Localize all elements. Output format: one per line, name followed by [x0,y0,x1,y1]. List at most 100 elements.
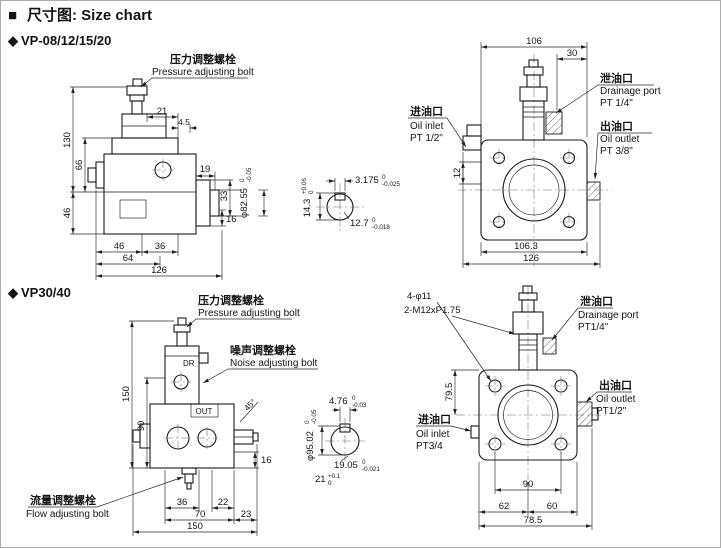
vp08-dim-30: 30 [567,48,578,59]
vp08-dim-21: 21 [157,106,168,117]
vp08-dim-12-7-tol-top: 0 [372,217,376,224]
vp30-inlet-label-en: Oil inlet [416,429,450,440]
section2-title: VP30/40 [21,285,71,300]
vp30-pressure-bolt-label-zh: 压力调整螺栓 [198,293,264,307]
vp30-dim-21: 21 [315,474,326,485]
vp30-front-view: 4-φ11 2-M12xP1.75 79.5 90 62 60 78.5 泄油口… [404,285,639,530]
vp30-drain-port-size: PT1/4" [578,322,609,333]
vp30-pressure-bolt-label-en: Pressure adjusting bolt [198,308,300,319]
vp30-outlet-label-zh: 出油口 [599,378,632,392]
vp30-side-leaders [28,318,318,508]
vp30-noise-bolt-label-en: Noise adjusting bolt [230,358,317,369]
vp08-side-dimension-lines [70,86,233,280]
vp08-drain-port-size: PT 1/4" [600,98,633,109]
vp08-inlet-label-en: Oil inlet [410,121,444,132]
vp30-dim-70: 70 [195,509,206,520]
vp30-dim-79-5: 79.5 [444,383,455,402]
vp08-shaft-detail: φ82.55 0 -0.05 14.3 +0.06 0 3.175 0 -0.0… [219,167,400,231]
vp30-dim-4-76: 4.76 [329,396,348,407]
vp08-side-body [87,78,220,235]
vp08-front-view: 106 30 12 106.3 126 泄油口 Drainage port PT… [408,36,661,268]
vp08-drain-label-en: Drainage port [600,86,661,97]
vp30-dim-62: 62 [499,501,510,512]
vp08-dim-3-175: 3.175 [355,175,379,186]
vp08-dim-36: 36 [155,241,166,252]
vp08-dim-4-5: 4.5 [178,117,190,127]
vp30-flow-bolt-label-en: Flow adjusting bolt [26,509,109,520]
vp08-outlet-port-size: PT 3/8" [600,146,633,157]
vp30-drain-label-zh: 泄油口 [580,294,613,308]
vp08-dia-82-55: φ82.55 [239,188,250,218]
page-header: ■ 尺寸图: Size chart ◆ VP-08/12/15/20 ◆ VP3… [7,6,152,300]
vp30-shaft-detail: 4.76 0 -0.03 φ95.02 0 -0.05 19.05 0 -0.0… [304,395,380,487]
vp08-inlet-port-size: PT 1/2" [410,133,443,144]
vp08-dim-14-3: 14.3 [302,199,313,218]
vp08-dim-46-left: 46 [62,208,73,219]
vp30-dim-19-05-tol-bot: -0.021 [362,466,380,473]
vp08-drain-label-zh: 泄油口 [600,71,633,85]
vp30-noise-bolt-label-zh: 噪声调整螺栓 [230,343,296,357]
vp30-side-body [132,317,259,490]
vp08-dim-66: 66 [74,160,85,171]
vp08-pressure-bolt-label-zh: 压力调整螺栓 [170,52,236,66]
vp08-side-view: 压力调整螺栓 Pressure adjusting bolt 21 4.5 13… [62,52,254,280]
vp30-dim-36: 36 [177,497,188,508]
vp08-outlet-label-zh: 出油口 [600,119,633,133]
vp08-front-port-leaders [408,84,654,180]
vp30-dim-16: 16 [261,455,272,466]
vp30-dim-21-tol-bot: 0 [328,480,332,487]
vp08-dim-106-3: 106.3 [514,241,538,252]
page-title: 尺寸图: Size chart [27,6,152,24]
vp30-outlet-label-en: Oil outlet [596,394,636,405]
vp30-outlet-port-size: PT1/2" [596,406,627,417]
vp08-dim-3-175-tol-bot: -0.025 [382,181,400,188]
vp08-dia-82-55-tol-top: 0 [239,178,246,182]
vp30-dim-19-05: 19.05 [334,460,358,471]
vp08-dim-3-175-tol-top: 0 [382,174,386,181]
vp30-side-view: 压力调整螺栓 Pressure adjusting bolt 噪声调整螺栓 No… [26,293,318,536]
vp08-pressure-bolt-label-en: Pressure adjusting bolt [152,67,254,78]
diamond-bullet-icon-1: ◆ [7,33,19,48]
vp30-dia-95-02: φ95.02 [305,431,316,461]
vp30-dim-4-76-tol-top: 0 [352,395,356,402]
vp30-dim-21-tol-top: +0.1 [328,473,341,480]
vp08-dim-14-3-tol-top: +0.06 [301,178,308,194]
vp08-dim-12-7: 12.7 [350,218,369,229]
vp08-inlet-label-zh: 进油口 [410,104,443,118]
vp30-dim-22: 22 [218,497,229,508]
vp30-dim-60: 60 [547,501,558,512]
vp30-dr-port-label: DR [183,359,195,368]
vp30-drain-label-en: Drainage port [578,310,639,321]
vp08-dim-16: 16 [226,214,237,225]
vp08-dim-130: 130 [62,132,73,148]
vp08-dim-33: 33 [219,191,230,202]
vp30-chamfer-note: 45° [242,397,258,413]
vp30-shaft-detail-lines [318,407,365,464]
vp08-dim-106: 106 [526,36,542,47]
vp30-front-body [456,285,606,480]
vp30-thread-label: 2-M12xP1.75 [404,305,461,316]
vp30-dia-95-02-tol-top: 0 [304,420,311,424]
vp30-holes-label: 4-φ11 [407,291,431,302]
vp30-dim-90: 90 [136,421,147,432]
vp30-inlet-port-size: PT3/4 [416,441,443,452]
vp30-dim-19-05-tol-top: 0 [362,459,366,466]
vp30-dia-95-02-tol-bot: -0.05 [311,409,318,424]
diamond-bullet-icon-2: ◆ [7,285,19,300]
vp30-dim-78-5: 78.5 [524,515,543,526]
vp08-dim-12: 12 [452,168,463,179]
vp30-out-port-label: OUT [196,407,213,416]
vp30-side-dimension-lines [129,320,259,536]
vp08-dim-64: 64 [123,253,134,264]
vp30-dim-90-bottom: 90 [523,479,534,490]
vp30-dim-23: 23 [241,509,252,520]
vp08-dim-12-7-tol-bot: -0.018 [372,224,390,231]
vp30-inlet-label-zh: 进油口 [418,412,451,426]
vp30-dim-150-bottom: 150 [187,521,203,532]
vp08-dim-14-3-tol-bot: 0 [308,190,315,194]
vp08-dim-19: 19 [200,164,211,175]
square-bullet-icon: ■ [8,7,17,24]
vp08-dia-82-55-tol-bot: -0.05 [246,167,253,182]
